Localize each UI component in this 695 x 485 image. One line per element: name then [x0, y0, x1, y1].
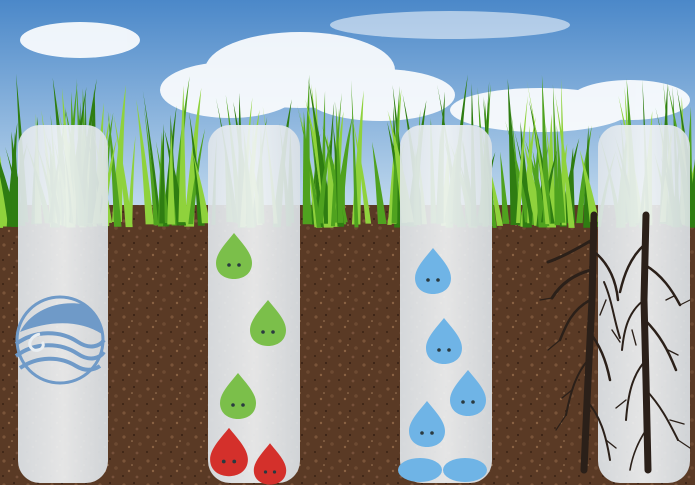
blue-drop [450, 370, 486, 416]
red-drop [253, 443, 287, 485]
grass-blade [579, 149, 600, 223]
blue-drop [415, 248, 451, 294]
grass-blade [184, 87, 202, 227]
grass-blade [335, 101, 344, 223]
blue-drop [398, 458, 442, 482]
grass-blade [159, 123, 165, 224]
grass-blade [507, 78, 520, 225]
grass-blade [113, 114, 133, 228]
blue-drop [409, 401, 445, 447]
tube-water-logo [14, 125, 108, 483]
grass-blade [351, 114, 372, 224]
red-drop [210, 427, 248, 477]
grass-blade [516, 95, 528, 224]
grass-blade [514, 130, 535, 225]
soil [0, 205, 695, 485]
grass-blade [127, 135, 136, 226]
tube-green-red-drops [208, 125, 300, 483]
grass-blade [142, 90, 162, 224]
wave-circle-icon [14, 295, 106, 385]
clouds [20, 11, 690, 132]
grass-blade [136, 99, 155, 225]
grass-blade [556, 124, 566, 223]
grass-blade [143, 106, 159, 226]
drops-layer [210, 233, 487, 485]
grass-blade [296, 104, 322, 228]
grass-blade [504, 120, 531, 223]
root-system-icon [539, 211, 691, 474]
grass-blade [316, 135, 332, 224]
grass-blade [107, 110, 122, 227]
blue-drop [426, 318, 462, 364]
green-drop [220, 373, 256, 419]
grass-blade [351, 80, 359, 228]
grass-blade [178, 85, 187, 223]
grass-blade [167, 130, 176, 225]
grass-blade [526, 79, 550, 225]
grass-blade [0, 199, 4, 228]
grass-blade [554, 93, 575, 228]
grass-blade [500, 151, 510, 224]
grass-blade [11, 132, 20, 227]
green-drop [250, 300, 286, 346]
grass-blade [307, 77, 333, 224]
blue-drop [443, 458, 487, 482]
grass-blade [372, 141, 387, 224]
grass-blade [192, 152, 210, 224]
green-drop [216, 233, 252, 279]
